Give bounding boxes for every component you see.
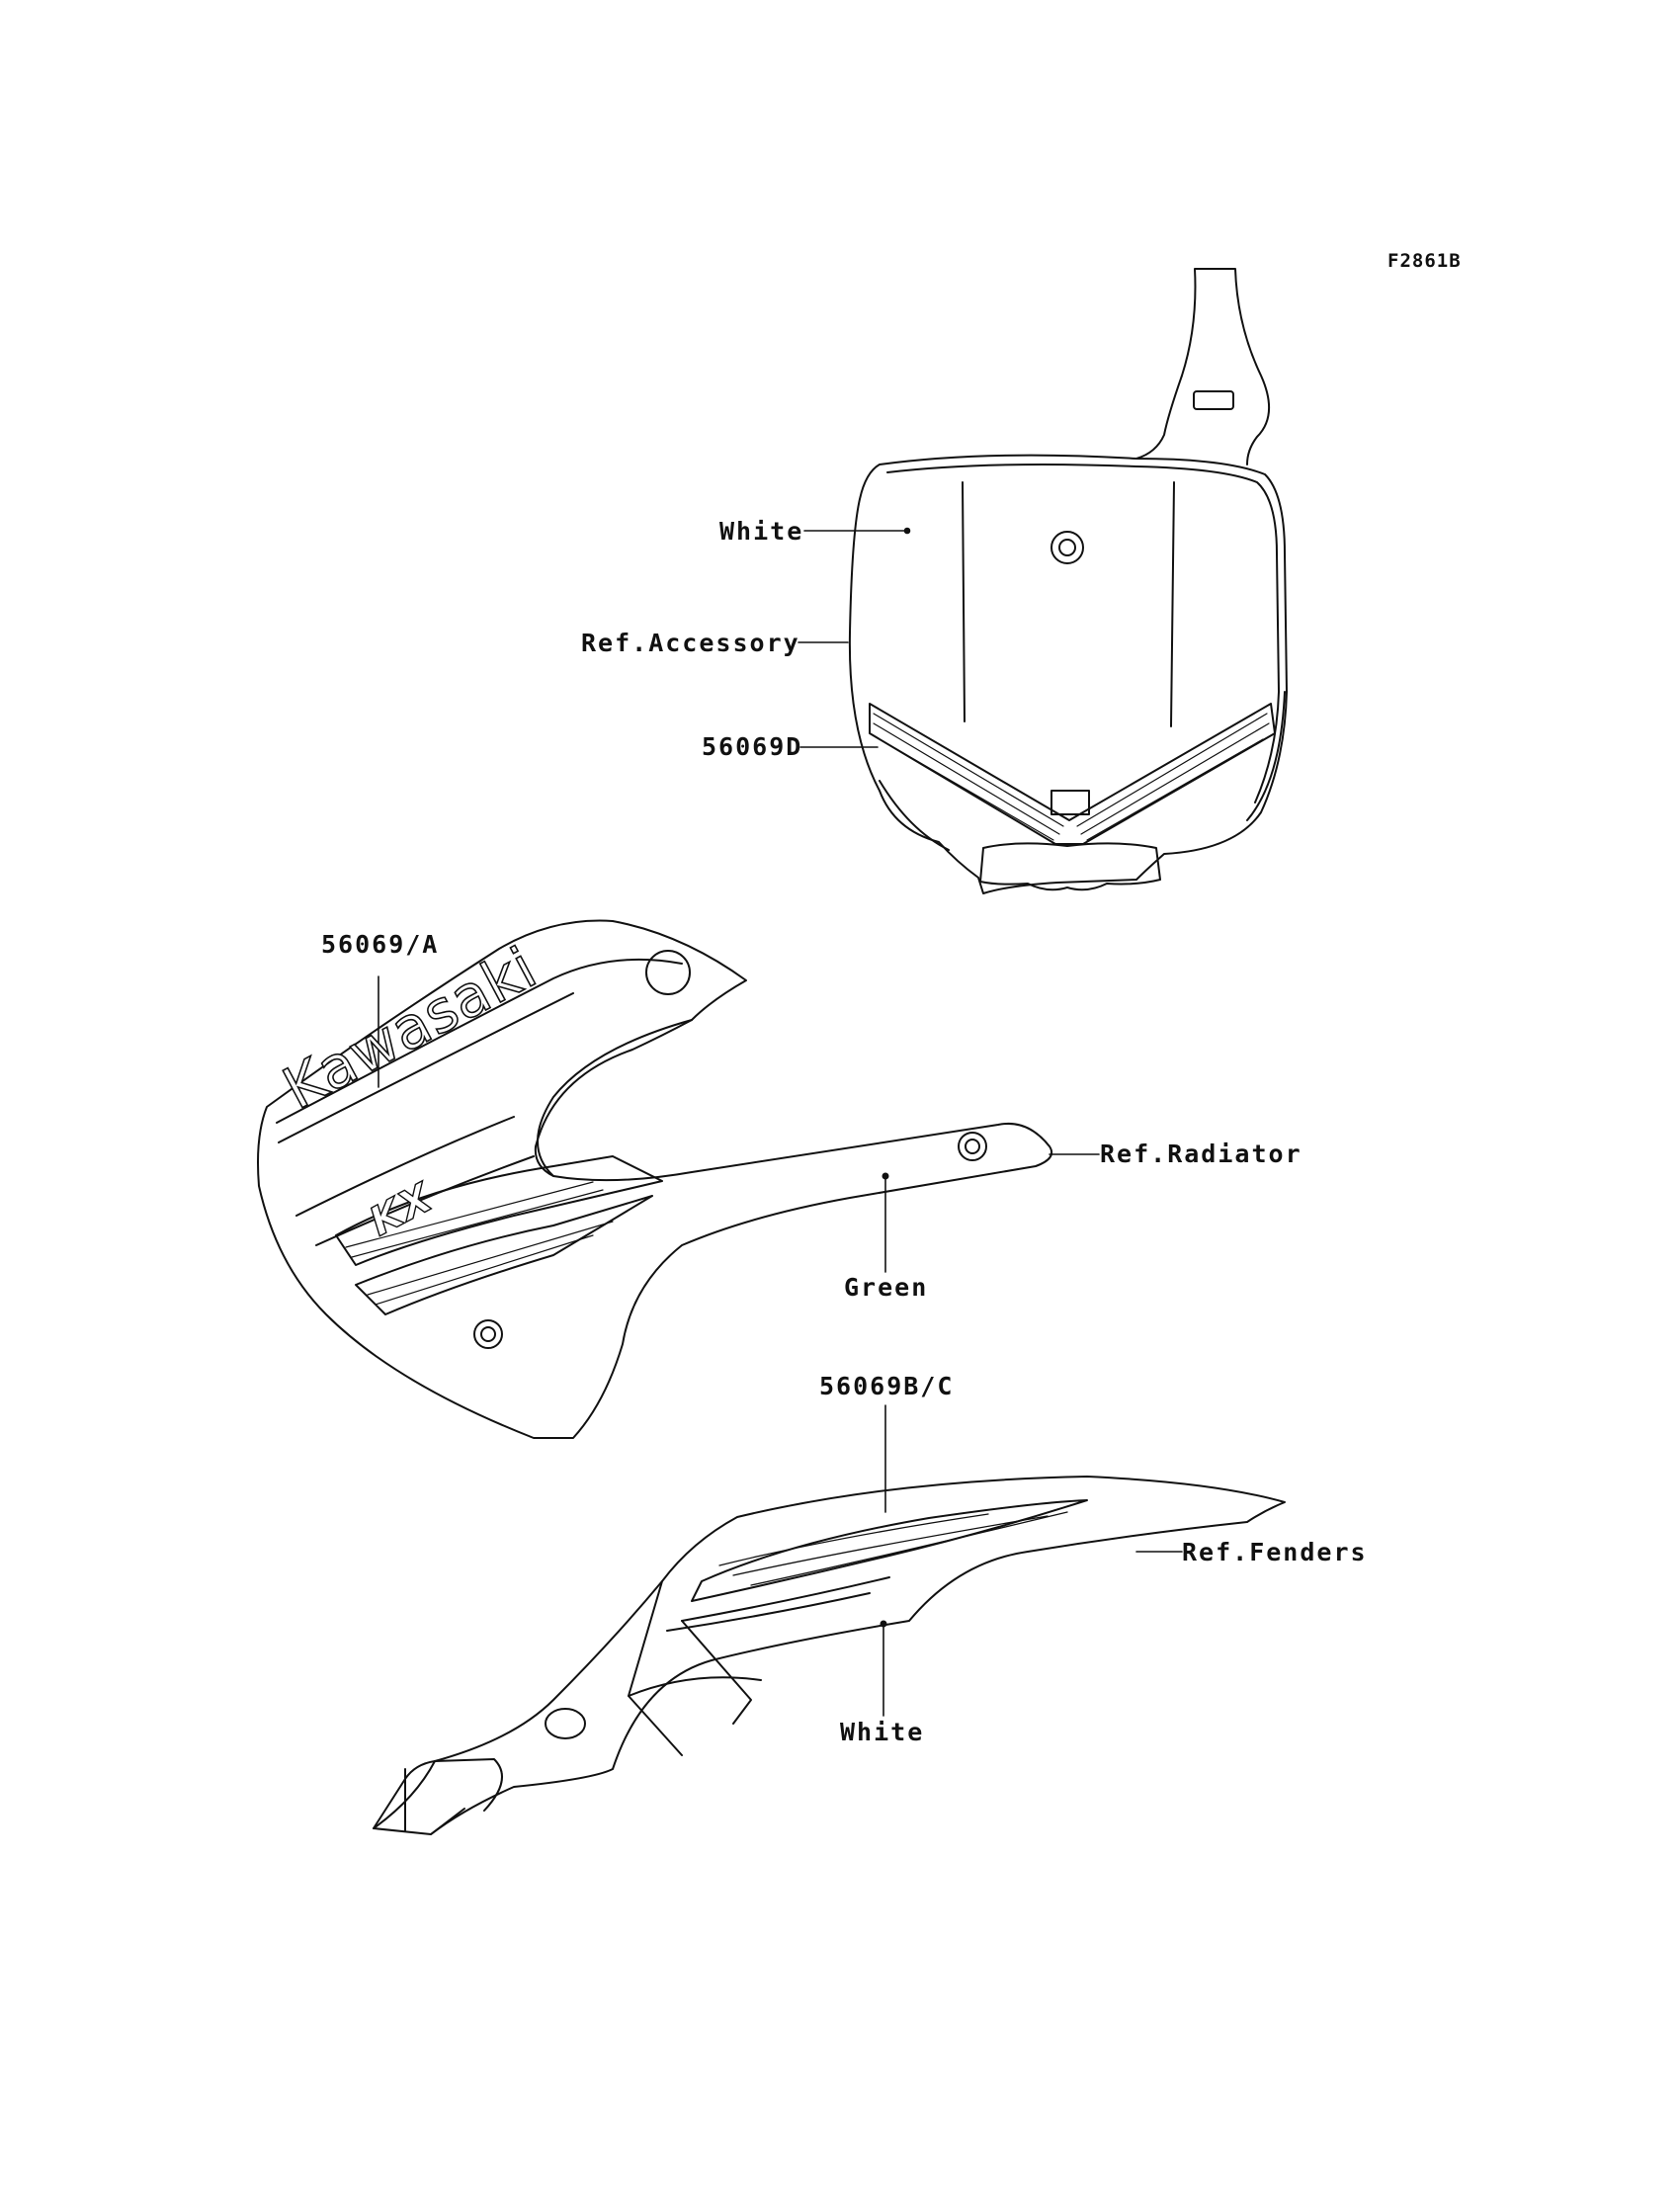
fender-outline: [373, 1476, 1286, 1835]
number-plate-drawing: [848, 268, 1288, 894]
fender-facet-2: [681, 1620, 752, 1725]
fender-lower-contour: [373, 1760, 465, 1835]
fender-facet-3: [628, 1676, 762, 1697]
fender-ref-callout: Ref.Fenders: [1182, 1538, 1368, 1566]
shroud-swoosh-hatch: [345, 1181, 614, 1306]
fender-decal-stripe-1: [718, 1511, 1068, 1586]
number-plate-decal-chevron: [869, 703, 1276, 845]
shroud-hole-lower-outer: [473, 1319, 503, 1349]
fender-decal-stripe-2: [666, 1576, 890, 1632]
shroud-stripe-top: [276, 958, 683, 1124]
number-plate-rib-left: [962, 481, 966, 722]
fender-hole: [545, 1708, 586, 1739]
shroud-decal-part: 56069/A: [321, 930, 440, 959]
number-plate-decal-part: 56069D: [702, 732, 803, 761]
number-plate-outline: [848, 454, 1288, 894]
shroud-stripe-4: [315, 1155, 535, 1246]
number-plate-lower-lip: [979, 842, 1161, 891]
shroud-inner-cutout: [537, 1019, 693, 1177]
shroud-stripe-2: [278, 992, 574, 1143]
number-plate-rib-right: [1170, 481, 1175, 727]
shroud-swoosh-lower: [355, 1195, 653, 1315]
shroud-stripe-3: [295, 1116, 515, 1217]
fender-color-callout: White: [840, 1718, 925, 1746]
shroud-swoosh-upper: [335, 1155, 663, 1266]
number-plate-inner-edge: [886, 464, 1280, 803]
shroud-hole-lower-inner: [480, 1326, 496, 1342]
fender-drawing: [373, 1476, 1286, 1835]
number-plate-hole-inner: [1058, 539, 1076, 556]
fender-decal-outer: [691, 1499, 1088, 1602]
shroud-cap: [645, 950, 691, 995]
fender-rear-tip: [404, 1758, 503, 1831]
fender-facet-1: [628, 1580, 683, 1756]
shroud-drawing: [257, 919, 1053, 1439]
figure-id: F2861B: [1387, 250, 1462, 272]
number-plate-decal-hatch: [873, 713, 1270, 841]
leader-plate-white-dot: [903, 527, 911, 535]
number-plate-ref-callout: Ref.Accessory: [581, 629, 800, 657]
number-plate-slot: [1193, 390, 1234, 410]
leader-lines: [378, 527, 1183, 1717]
number-plate-hole-outer: [1050, 531, 1084, 564]
fender-decal-part: 56069B/C: [819, 1372, 955, 1400]
shroud-color-callout: Green: [844, 1273, 929, 1302]
number-plate-k-logo: [1050, 790, 1090, 815]
number-plate-color-callout: White: [719, 517, 804, 546]
shroud-outline: [257, 919, 1053, 1439]
number-plate-lower-curve: [879, 691, 1286, 851]
number-plate-strap: [1135, 268, 1271, 465]
shroud-ref-callout: Ref.Radiator: [1100, 1140, 1302, 1168]
shroud-hole-front-outer: [958, 1132, 987, 1161]
shroud-hole-front-inner: [965, 1139, 980, 1154]
